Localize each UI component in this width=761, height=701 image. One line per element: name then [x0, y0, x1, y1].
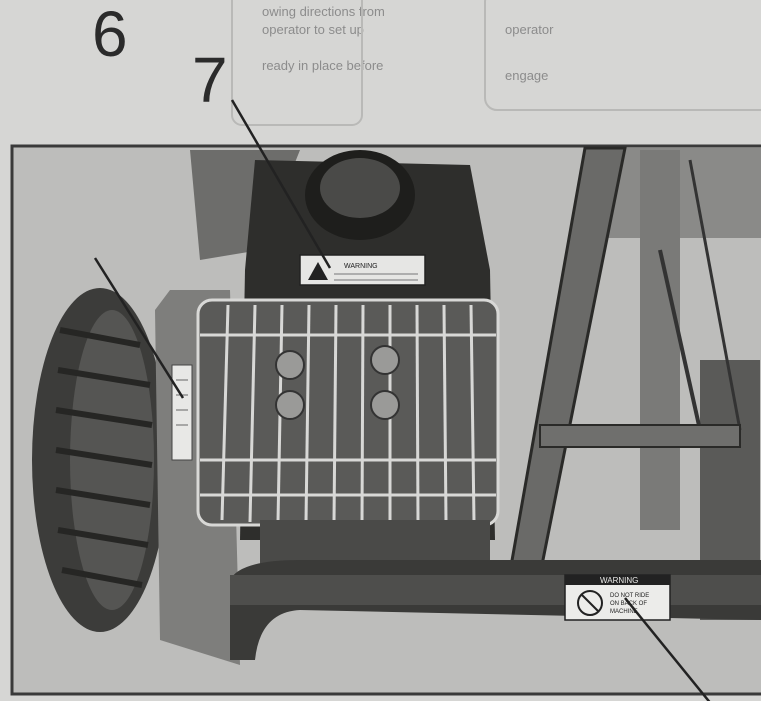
- leader-line-9: [624, 597, 711, 701]
- header-text-line: owing directions from: [262, 4, 385, 19]
- bottom-decal-title: WARNING: [600, 576, 638, 585]
- side-decal: [171, 364, 193, 461]
- header-boxes: [231, 0, 761, 126]
- tire-lugs: [55, 327, 153, 588]
- leader-line-8: [93, 257, 185, 399]
- bottom-bar-top: [230, 575, 761, 605]
- header-text-line: engage: [505, 68, 549, 83]
- header-text-line: operator: [505, 22, 554, 37]
- callout-7: 7: [192, 44, 228, 116]
- engine-decal-triangle: [308, 262, 328, 280]
- bottom-decal-line3: MACHINE: [610, 609, 638, 615]
- bottom-decal-line1: DO NOT RIDE: [610, 593, 649, 599]
- callout-6: 6: [92, 0, 128, 70]
- guard-cage: [196, 298, 500, 527]
- engine-bolts: [275, 345, 400, 420]
- engine-decal-title: WARNING: [344, 263, 378, 270]
- engine-cover: [198, 300, 498, 525]
- gas-cap-top: [320, 158, 400, 218]
- right-frame-post: [640, 150, 680, 530]
- header-text-line: ready in place before: [262, 58, 384, 73]
- no-ride-icon: [577, 590, 603, 616]
- cross-bar: [539, 424, 741, 448]
- leader-line-7: [230, 99, 332, 269]
- header-text-line: operator to set up: [262, 22, 364, 37]
